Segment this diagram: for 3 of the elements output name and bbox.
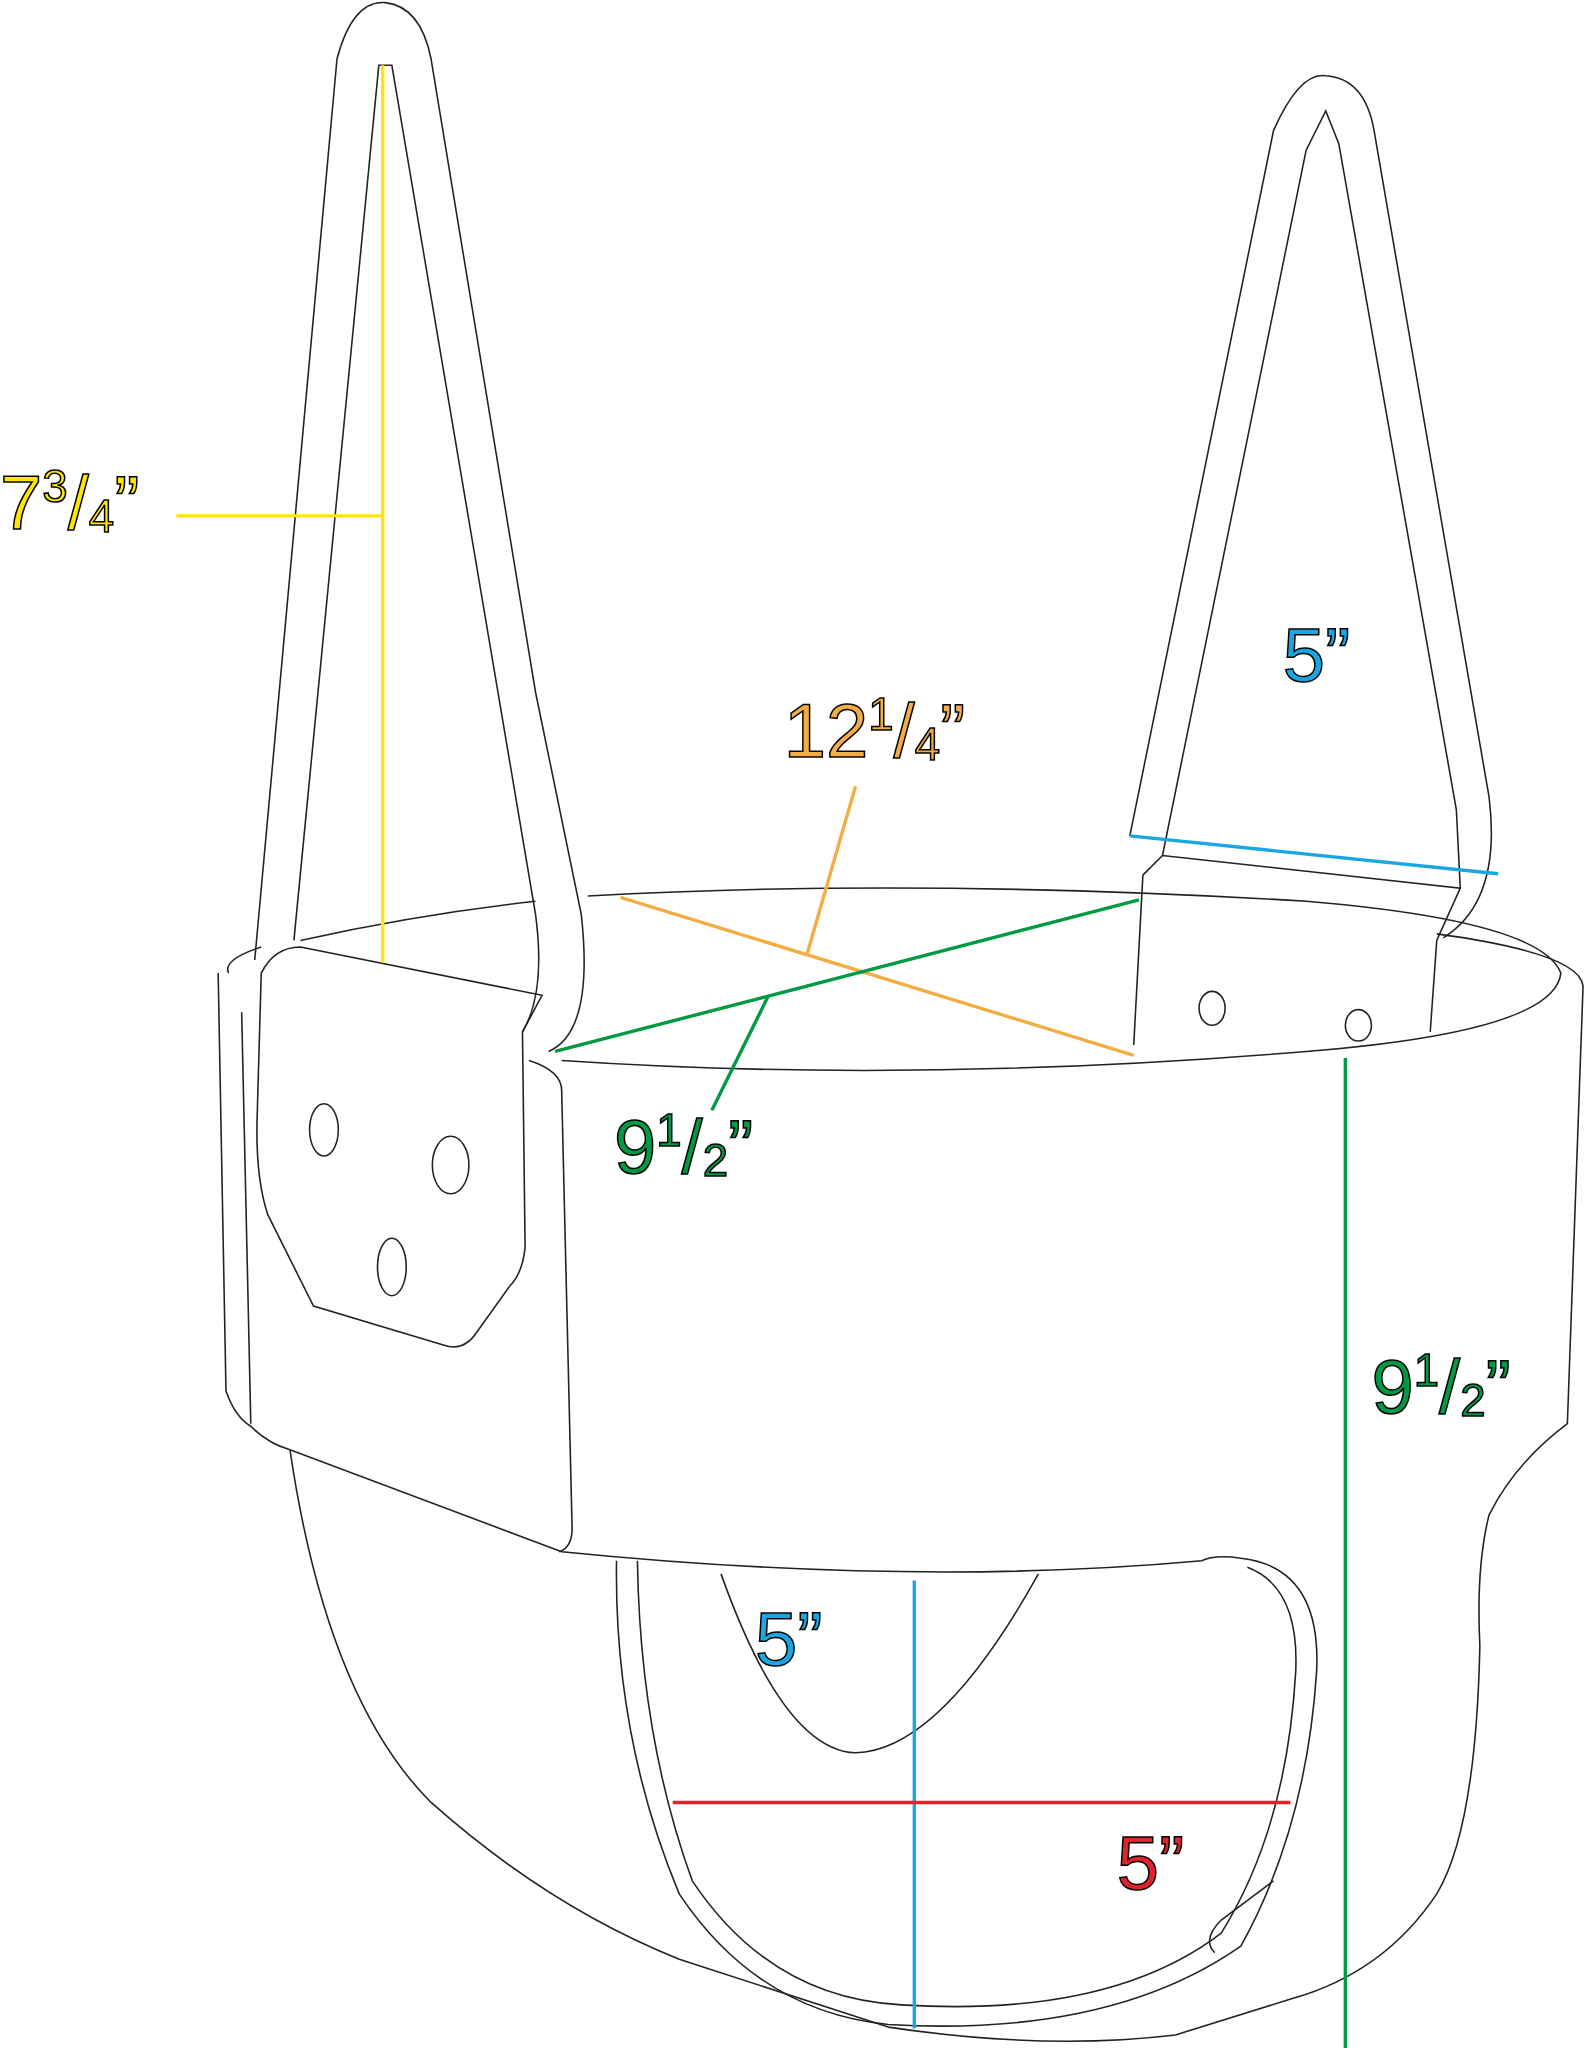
dimension-label: 5” (1282, 616, 1351, 693)
dimension-label: 5” (1116, 1824, 1185, 1901)
dimension-label: 5” (754, 1601, 823, 1678)
